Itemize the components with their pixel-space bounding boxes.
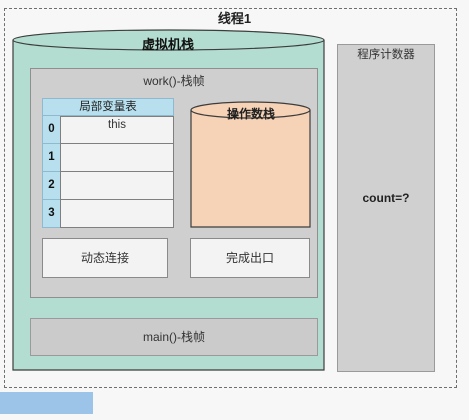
main-stack-frame: main()-栈帧: [30, 318, 318, 356]
slot-index: 0: [42, 116, 60, 144]
slot-index: 2: [42, 172, 60, 200]
slot-index: 3: [42, 200, 60, 228]
highlight-bar: [0, 392, 93, 414]
slot-index: 1: [42, 144, 60, 172]
slot-value: [60, 172, 174, 200]
thread-frame: [4, 8, 457, 388]
thread-title: 线程1: [217, 11, 252, 26]
vm-stack-title: 虚拟机栈: [141, 37, 194, 52]
slot-value: [60, 200, 174, 228]
operand-stack-title: 操作数栈: [226, 107, 275, 121]
program-counter-title: 程序计数器: [357, 49, 415, 61]
work-frame-title: work()-栈帧: [143, 74, 205, 88]
local-variable-table-title: 局部变量表: [42, 98, 174, 116]
program-counter-value: count=?: [362, 191, 410, 205]
return-address-box: 完成出口: [190, 238, 310, 278]
slot-value: this: [60, 116, 174, 144]
operand-stack-cylinder: [190, 101, 311, 228]
program-counter: [337, 44, 435, 372]
dynamic-linking-box: 动态连接: [42, 238, 168, 278]
slot-value: [60, 144, 174, 172]
